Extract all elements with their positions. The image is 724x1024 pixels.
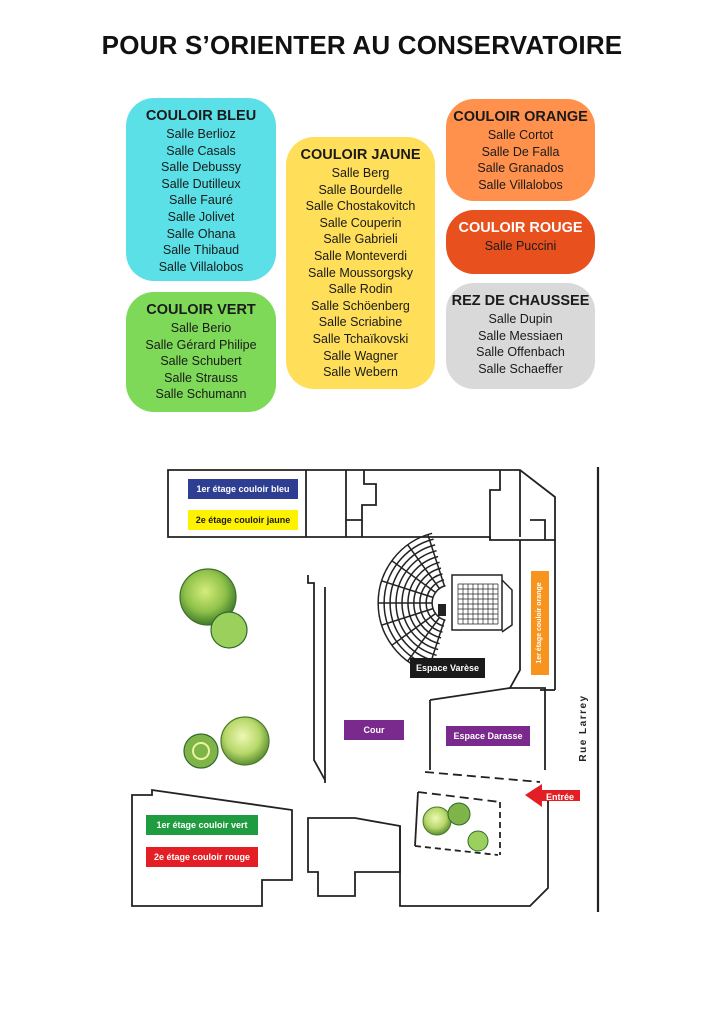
room-item: Salle Schubert	[160, 354, 242, 369]
room-item: Salle Villalobos	[478, 177, 563, 192]
card-heading: COULOIR ORANGE	[453, 109, 588, 125]
street-name: Rue Larrey	[578, 694, 589, 761]
label-espace-varese: Espace Varèse	[410, 658, 485, 678]
label-2e-etage-couloir-jaune: 2e étage couloir jaune	[188, 510, 298, 530]
label-espace-darasse: Espace Darasse	[446, 726, 530, 746]
seating-aisle	[391, 612, 436, 646]
room-item: Salle Ohana	[166, 226, 236, 241]
seating-row	[431, 584, 446, 622]
room-item: Salle Puccini	[484, 239, 557, 253]
label-1er-etage-couloir-vert: 1er étage couloir vert	[146, 815, 258, 835]
room-item: Salle Thibaud	[162, 243, 240, 258]
room-item: Salle Wagner	[323, 348, 398, 363]
tree-icon	[447, 802, 471, 826]
entrance-arrow-icon	[525, 784, 580, 807]
room-item: Salle Gabrieli	[323, 232, 398, 247]
seating-aisle	[427, 534, 446, 587]
room-item: Salle Chostakovitch	[305, 199, 416, 214]
room-item: Salle Couperin	[319, 215, 402, 230]
label-1er-etage-couloir-bleu: 1er étage couloir bleu	[188, 479, 298, 499]
room-item: Salle Dutilleux	[161, 176, 241, 191]
page-title: POUR S’ORIENTER AU CONSERVATOIRE	[101, 30, 623, 60]
card-couloir-rouge: COULOIR ROUGE Salle Puccini	[446, 210, 595, 274]
room-item: Salle Fauré	[169, 193, 233, 208]
room-item: Salle Villalobos	[158, 259, 244, 274]
seating-aisle	[381, 607, 434, 626]
room-item: Salle Cortot	[487, 128, 554, 142]
room-item: Salle Berlioz	[166, 127, 236, 141]
trees	[179, 568, 489, 852]
room-item: Salle Strauss	[164, 370, 238, 385]
room-item: Salle Debussy	[161, 160, 241, 175]
entrance-label: Entrée	[546, 792, 574, 802]
room-item: Salle Berg	[331, 166, 390, 180]
room-item: Salle Moussorgsky	[308, 265, 413, 280]
tree-icon	[422, 806, 452, 836]
floor-plan: Entrée Rue Larrey	[131, 467, 600, 912]
card-heading: COULOIR ROUGE	[458, 220, 583, 236]
room-item: Salle Bourdelle	[318, 182, 403, 197]
card-heading: COULOIR VERT	[146, 302, 256, 318]
card-heading: COULOIR BLEU	[145, 108, 257, 124]
tree-icon	[210, 611, 248, 649]
room-item: Salle De Falla	[481, 144, 560, 159]
label-1er-etage-couloir-orange: 1er étage couloir orange	[531, 571, 549, 675]
card-heading: COULOIR JAUNE	[300, 147, 421, 163]
room-item: Salle Schöenberg	[311, 298, 410, 313]
room-item: Salle Scriabine	[318, 315, 403, 330]
room-item: Salle Casals	[166, 143, 236, 158]
room-item: Salle Rodin	[328, 282, 393, 297]
tree-icon	[183, 733, 219, 769]
room-item: Salle Berio	[170, 321, 232, 335]
room-item: Salle Messiaen	[478, 328, 563, 343]
seating-aisle	[381, 580, 434, 599]
room-item: Salle Schumann	[155, 387, 247, 402]
tree-icon	[220, 716, 270, 766]
room-item: Salle Gérard Philipe	[145, 337, 257, 352]
walls	[131, 467, 600, 912]
seating-aisle	[391, 560, 436, 594]
room-item: Salle Tchaïkovski	[312, 331, 409, 346]
room-item: Salle Monteverdi	[313, 248, 408, 263]
tree-icon	[192, 742, 210, 760]
tree-icon	[467, 830, 489, 852]
label-2e-etage-couloir-rouge: 2e étage couloir rouge	[146, 847, 258, 867]
espace-varese-amphitheatre	[377, 532, 513, 674]
room-item: Salle Offenbach	[476, 345, 565, 360]
room-list: Salle Puccini	[446, 238, 595, 255]
room-item: Salle Jolivet	[167, 209, 235, 224]
room-item: Salle Schaeffer	[478, 361, 563, 376]
seating-aisle	[407, 617, 441, 662]
room-item: Salle Webern	[323, 365, 398, 380]
room-item: Salle Dupin	[488, 312, 553, 326]
tree-icon	[179, 568, 237, 626]
room-item: Salle Granados	[477, 161, 564, 176]
label-cour: Cour	[344, 720, 404, 740]
seating-aisle	[407, 544, 441, 589]
card-heading: REZ DE CHAUSSEE	[451, 293, 590, 309]
